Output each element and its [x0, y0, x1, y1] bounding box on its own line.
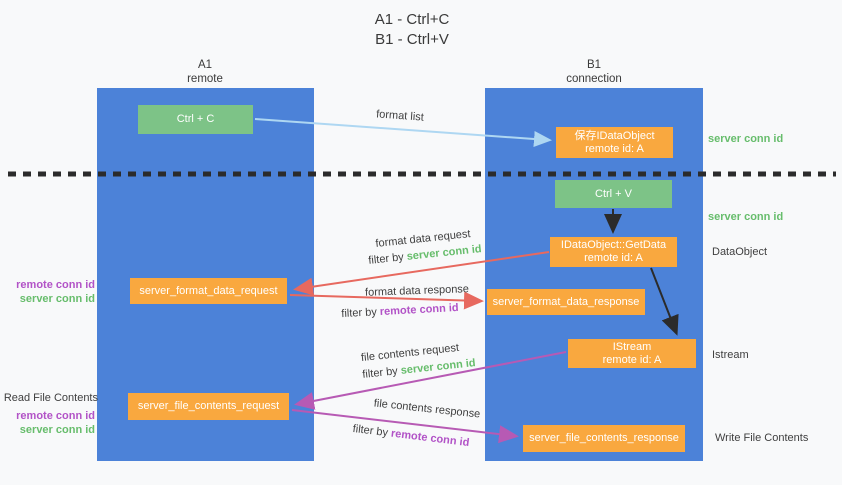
- remote-conn-id-text-1: remote conn id: [379, 301, 459, 319]
- filter-by-remote-conn-id-label-2: filter by remote conn id: [352, 423, 470, 449]
- remote-conn-id-left-bottom-label: remote conn id: [16, 410, 95, 422]
- column-a1-name: A1: [197, 59, 213, 71]
- filter-by-text-4: filter by: [352, 422, 389, 440]
- filter-by-text-3: filter by: [361, 365, 399, 381]
- save-idataobject-line2: remote id: A: [585, 142, 644, 155]
- save-idataobject-node: 保存IDataObject remote id: A: [556, 127, 673, 158]
- file-contents-response-label: file contents response: [373, 397, 481, 421]
- server-format-data-response-label: server_format_data_response: [492, 295, 640, 308]
- server-file-contents-request-node: server_file_contents_request: [128, 393, 289, 420]
- server-file-contents-request-label: server_file_contents_request: [137, 400, 280, 412]
- column-b1-name: B1: [586, 59, 602, 71]
- server-format-data-request-label: server_format_data_request: [139, 284, 278, 297]
- server-format-data-response-node: server_format_data_response: [487, 289, 645, 315]
- ctrl-v-label: Ctrl + V: [595, 187, 632, 200]
- save-idataobject-line1: 保存IDataObject: [574, 129, 655, 142]
- server-format-data-request-node: server_format_data_request: [130, 278, 287, 304]
- istream-line1: IStream: [612, 340, 652, 353]
- read-file-contents-label: Read File Contents: [3, 392, 98, 404]
- ctrl-c-node: Ctrl + C: [138, 105, 253, 134]
- server-conn-id-right-top-label: server conn id: [708, 133, 784, 145]
- istream-line2: remote id: A: [602, 353, 662, 366]
- server-file-contents-response-node: server_file_contents_response: [523, 425, 685, 452]
- server-file-contents-response-label: server_file_contents_response: [529, 432, 679, 444]
- filter-by-text-1: filter by: [367, 251, 405, 267]
- column-a1-role: remote: [187, 73, 223, 85]
- write-file-contents-label: Write File Contents: [715, 432, 809, 444]
- server-conn-id-text-2: server conn id: [400, 357, 477, 377]
- getdata-node: IDataObject::GetData remote id: A: [550, 237, 677, 267]
- getdata-line1: IDataObject::GetData: [560, 239, 667, 251]
- column-b1-role: connection: [566, 73, 622, 85]
- column-header-a1: A1 remote: [160, 58, 250, 86]
- istream-node: IStream remote id: A: [568, 339, 696, 368]
- format-data-response-label: format data response: [364, 283, 470, 299]
- dataobject-label: DataObject: [712, 246, 768, 258]
- filter-by-text-2: filter by: [341, 306, 378, 321]
- filter-by-remote-conn-id-label-1: filter by remote conn id: [341, 302, 459, 320]
- server-conn-id-text-1: server conn id: [406, 243, 483, 263]
- ctrl-c-label: Ctrl + C: [176, 113, 215, 125]
- server-conn-id-left-top-label: server conn id: [19, 293, 95, 305]
- server-conn-id-right-mid-label: server conn id: [708, 211, 784, 223]
- istream-side-label: Istream: [712, 349, 749, 361]
- format-list-label: format list: [375, 108, 425, 124]
- remote-conn-id-left-top-label: remote conn id: [16, 279, 95, 291]
- remote-conn-id-text-2: remote conn id: [390, 427, 470, 450]
- getdata-line2: remote id: A: [584, 252, 643, 264]
- title-line-2: B1 - Ctrl+V: [375, 31, 449, 48]
- diagram-title: A1 - Ctrl+C B1 - Ctrl+V: [375, 10, 450, 50]
- title-line-1: A1 - Ctrl+C: [374, 11, 450, 28]
- ctrl-v-node: Ctrl + V: [555, 180, 672, 208]
- server-conn-id-left-bottom-label: server conn id: [19, 424, 95, 436]
- column-header-b1: B1 connection: [549, 58, 639, 86]
